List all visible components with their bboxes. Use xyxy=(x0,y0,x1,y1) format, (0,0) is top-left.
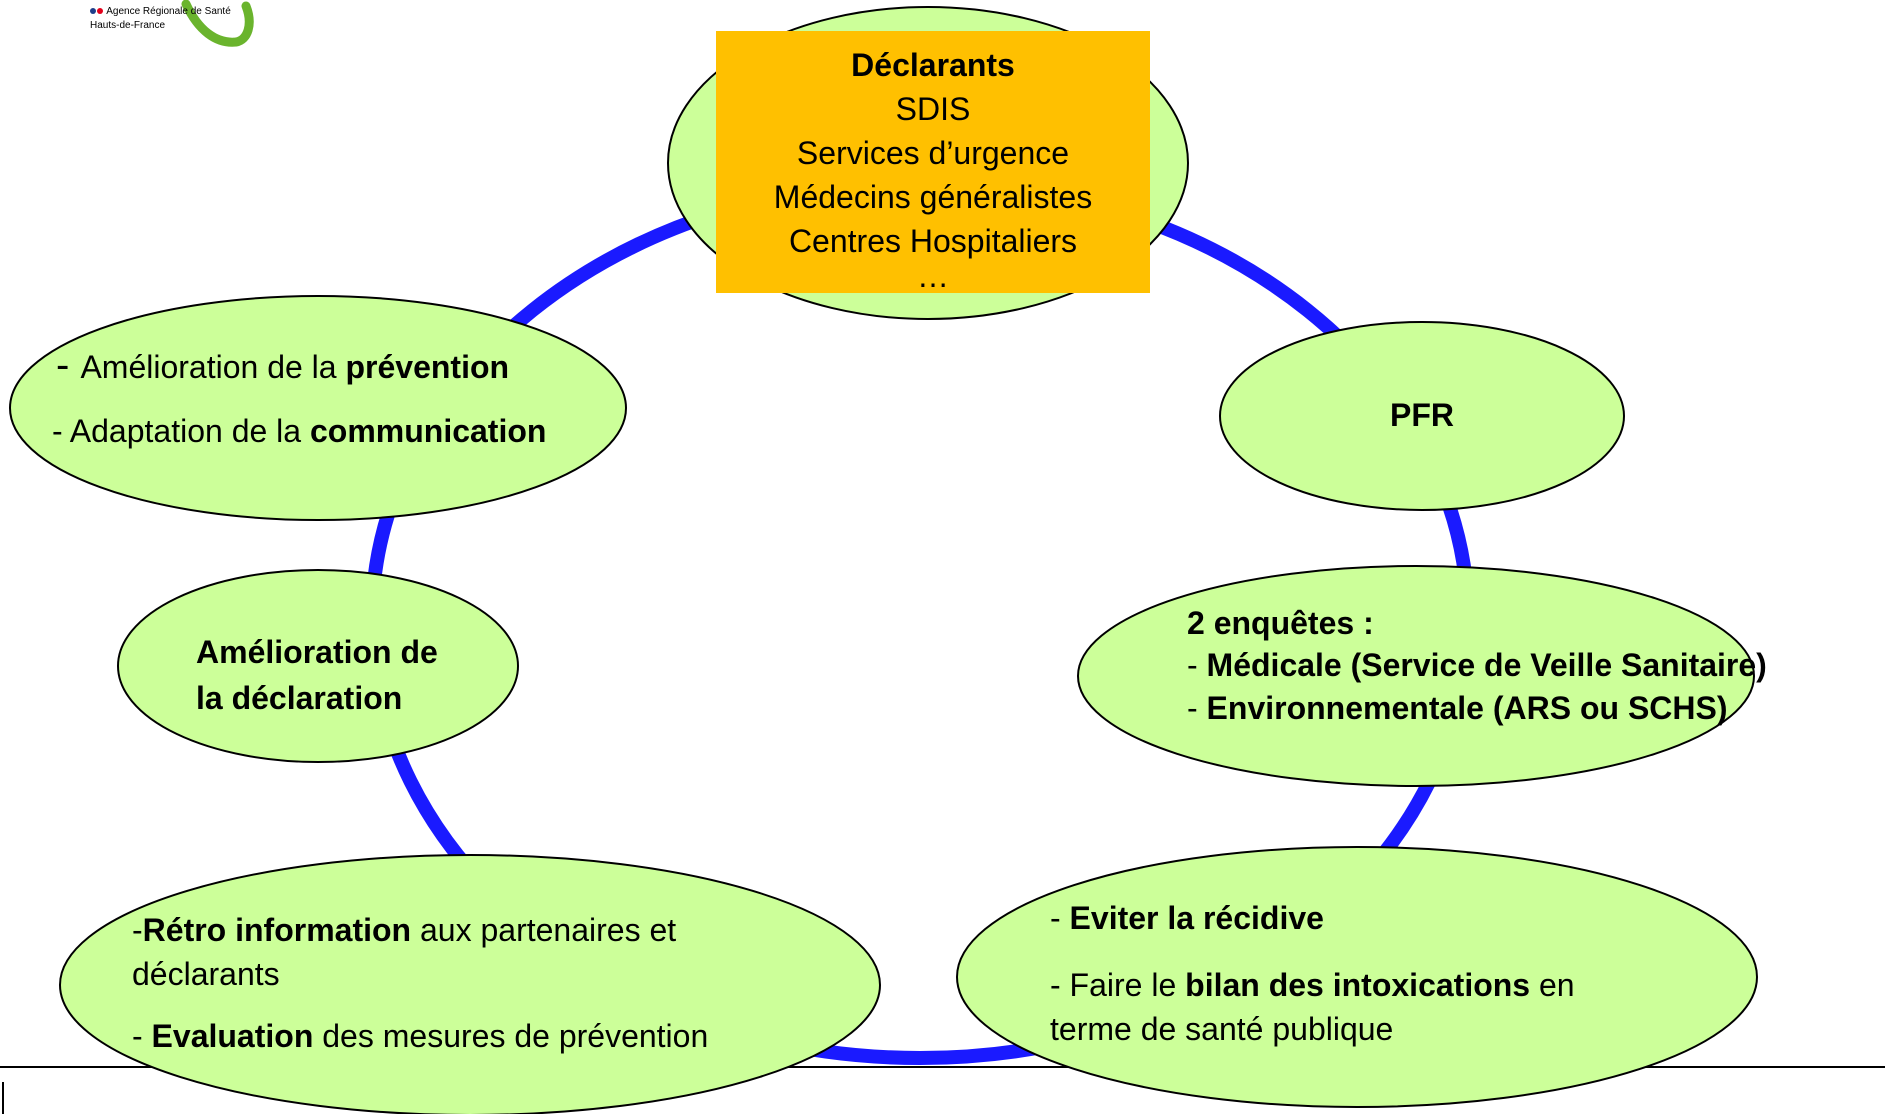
flag-red-icon xyxy=(97,8,103,15)
declarants-item: Médecins généralistes xyxy=(773,179,1093,215)
enquetes-title: 2 enquêtes : xyxy=(1187,605,1374,641)
amelioration-declaration-node xyxy=(117,569,519,763)
retro-line1: -Rétro information aux partenaires et xyxy=(132,912,677,948)
logo-agency-name: Agence Régionale de Santé xyxy=(106,6,231,17)
retro-node xyxy=(59,854,881,1114)
amelioration-declaration-line2: la déclaration xyxy=(196,680,403,716)
prevention-node xyxy=(9,295,627,521)
declarants-item: … xyxy=(917,263,949,293)
declarants-item: SDIS xyxy=(895,91,971,127)
flag-blue-icon xyxy=(90,8,96,15)
declarants-title: Déclarants xyxy=(851,47,1015,83)
logo: Agence Régionale de Santé Hauts-de-Franc… xyxy=(90,0,260,50)
pfr-node xyxy=(1219,321,1625,511)
prevention-line1: - Amélioration de la prévention xyxy=(56,343,510,387)
retro-line3: - Evaluation des mesures de prévention xyxy=(132,1018,709,1054)
recidive-node xyxy=(956,846,1758,1108)
logo-swoosh-icon xyxy=(181,0,254,47)
enquetes-item-environnementale: - Environnementale (ARS ou SCHS) xyxy=(1187,690,1728,726)
pfr-label: PFR xyxy=(1390,397,1454,433)
retro-line2: déclarants xyxy=(132,956,280,992)
prevention-line2: - Adaptation de la communication xyxy=(52,413,547,449)
declarants-item: Centres Hospitaliers xyxy=(788,223,1078,259)
recidive-line3: terme de santé publique xyxy=(1050,1011,1394,1047)
declarants-box xyxy=(716,31,1150,293)
recidive-line2: - Faire le bilan des intoxications en xyxy=(1050,967,1575,1003)
amelioration-declaration-line1: Amélioration de xyxy=(196,634,438,670)
enquetes-item-medicale: - Médicale (Service de Veille Sanitaire) xyxy=(1187,647,1767,683)
enquetes-node xyxy=(1077,565,1755,787)
logo-region: Hauts-de-France xyxy=(90,20,166,31)
declarants-item: Services d’urgence xyxy=(796,135,1070,171)
recidive-line1: - Eviter la récidive xyxy=(1050,900,1324,936)
